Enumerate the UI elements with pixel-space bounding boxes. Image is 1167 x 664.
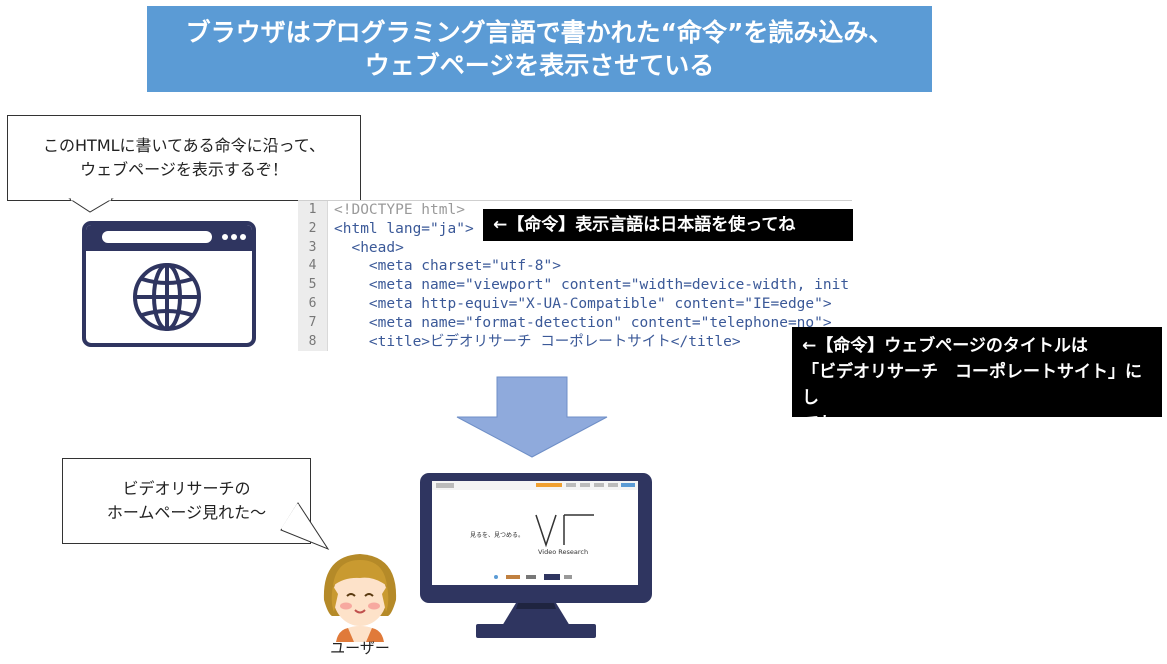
- line-number: 2: [298, 219, 328, 239]
- code-line: 5 <meta name="viewport" content="width=d…: [298, 276, 852, 295]
- title-instruction-line-2: 「ビデオリサーチ コーポレートサイト」にし: [802, 362, 1142, 408]
- title-instruction-line-3: てね: [802, 414, 836, 434]
- code-text: <html lang="ja">: [334, 220, 474, 237]
- browser-bubble-line-2: ウェブページを表示するぞ！: [80, 160, 288, 179]
- code-line: 1 <!DOCTYPE html>: [298, 201, 852, 220]
- code-line: 4 <meta charset="utf-8">: [298, 257, 852, 277]
- browser-globe-icon: [82, 221, 256, 347]
- line-number: 8: [298, 332, 328, 352]
- browser-bubble-line-1: このHTMLに書いてある命令に沿って、: [43, 136, 325, 155]
- line-number: 3: [298, 238, 328, 258]
- title-instruction-callout: ←【命令】ウェブページのタイトルは 「ビデオリサーチ コーポレートサイト」にし …: [792, 327, 1162, 434]
- monitor-website-icon: 見るを、見つめる。 Video Research: [420, 473, 652, 638]
- lang-instruction-text: ←【命令】表示言語は日本語を使ってね: [493, 215, 796, 235]
- line-number: 6: [298, 294, 328, 314]
- website-logo-text: Video Research: [538, 548, 588, 556]
- code-text: <!DOCTYPE html>: [334, 202, 465, 218]
- lang-instruction-callout: ←【命令】表示言語は日本語を使ってね: [483, 209, 853, 241]
- title-line-2: ウェブページを表示させている: [364, 51, 715, 80]
- user-bubble-line-1: ビデオリサーチの: [122, 479, 251, 498]
- code-text: <head>: [334, 239, 404, 256]
- code-text: <meta charset="utf-8">: [334, 258, 561, 275]
- down-arrow-icon: [456, 376, 608, 458]
- user-label: ユーザー: [330, 639, 390, 657]
- user-bubble-tail: [280, 502, 330, 551]
- line-number: 4: [298, 257, 328, 277]
- browser-speech-bubble: このHTMLに書いてある命令に沿って、 ウェブページを表示するぞ！: [7, 115, 361, 201]
- code-text: <title>ビデオリサーチ コーポレートサイト</title>: [334, 333, 741, 350]
- browser-bubble-tail: [68, 198, 114, 213]
- code-line: 2 <html lang="ja">: [298, 219, 852, 239]
- website-tagline: 見るを、見つめる。: [470, 532, 524, 539]
- line-number: 5: [298, 276, 328, 295]
- line-number: 1: [298, 201, 328, 220]
- title-banner: ブラウザはプログラミング言語で書かれた“命令”を読み込み、 ウェブページを表示さ…: [147, 6, 932, 92]
- code-text: <meta name="format-detection" content="t…: [334, 314, 832, 331]
- title-instruction-line-1: ←【命令】ウェブページのタイトルは: [802, 336, 1088, 356]
- code-line: 8 <title>ビデオリサーチ コーポレートサイト</title>: [298, 332, 852, 352]
- code-text: <meta name="viewport" content="width=dev…: [334, 277, 850, 294]
- user-bubble-line-2: ホームページ見れた〜: [106, 503, 267, 522]
- user-speech-bubble: ビデオリサーチの ホームページ見れた〜: [62, 458, 311, 544]
- title-line-1: ブラウザはプログラミング言語で書かれた“命令”を読み込み、: [185, 18, 894, 47]
- code-text: <meta http-equiv="X-UA-Compatible" conte…: [334, 295, 832, 312]
- code-line: 6 <meta http-equiv="X-UA-Compatible" con…: [298, 294, 852, 314]
- line-number: 7: [298, 313, 328, 333]
- code-line: 3 <head>: [298, 238, 852, 258]
- code-line: 7 <meta name="format-detection" content=…: [298, 313, 852, 333]
- user-avatar-icon: [323, 554, 397, 642]
